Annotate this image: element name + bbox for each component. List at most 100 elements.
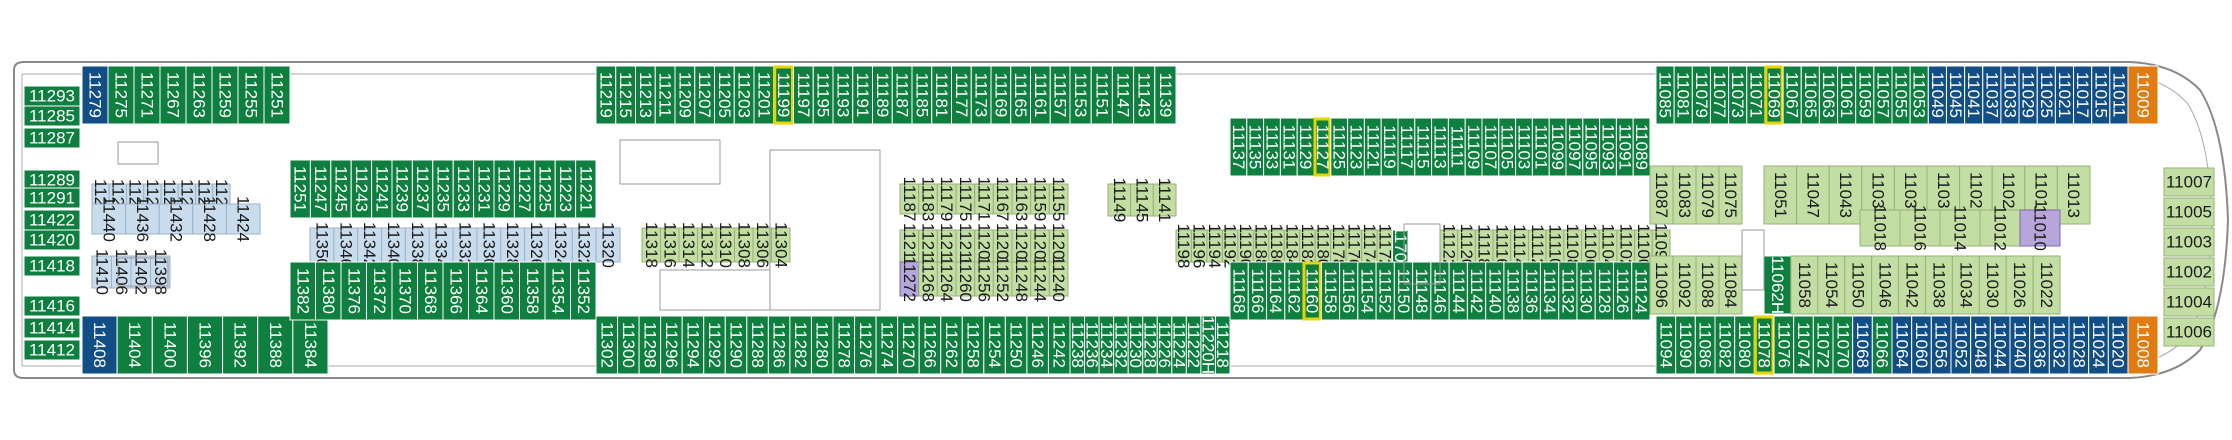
- cabin-11350[interactable]: 11350: [309, 222, 335, 268]
- cabin-11080[interactable]: 11080: [1734, 315, 1755, 375]
- cabin-11183[interactable]: 11183: [918, 177, 938, 222]
- cabin-11276[interactable]: 11276: [854, 315, 877, 375]
- cabin-11051[interactable]: 11051: [1763, 165, 1798, 225]
- cabin-11017[interactable]: 11017: [2073, 65, 2093, 125]
- cabin-11346[interactable]: 11346: [333, 222, 359, 268]
- cabin-11266[interactable]: 11266: [918, 315, 942, 375]
- cabin-11197[interactable]: 11197: [793, 65, 814, 125]
- cabin-11040[interactable]: 11040: [2009, 315, 2031, 375]
- cabin-11123[interactable]: 11123: [1347, 117, 1366, 177]
- cabin-11152[interactable]: 11152: [1375, 261, 1395, 321]
- cabin-11124[interactable]: 11124: [1631, 261, 1651, 321]
- cabin-11037[interactable]: 11037: [1982, 65, 2002, 125]
- cabin-11340[interactable]: 11340: [381, 222, 406, 268]
- cabin-11274[interactable]: 11274: [875, 315, 899, 375]
- cabin-11032[interactable]: 11032: [2048, 315, 2070, 375]
- cabin-11209[interactable]: 11209: [674, 65, 696, 125]
- cabin-11292[interactable]: 11292: [703, 315, 726, 375]
- cabin-11402[interactable]: 11402: [130, 249, 151, 295]
- cabin-11312[interactable]: 11312: [697, 222, 717, 268]
- cabin-11207[interactable]: 11207: [694, 65, 715, 125]
- cabin-11036[interactable]: 11036: [2029, 315, 2050, 375]
- cabin-11262[interactable]: 11262: [940, 315, 963, 375]
- cabin-11291[interactable]: 11291: [23, 187, 81, 209]
- cabin-11272[interactable]: 11272: [899, 256, 920, 302]
- cabin-11203[interactable]: 11203: [733, 65, 755, 125]
- cabin-11251[interactable]: 11251: [263, 65, 291, 125]
- cabin-11382[interactable]: 11382: [289, 261, 316, 321]
- cabin-11279[interactable]: 11279: [81, 65, 109, 125]
- cabin-11004[interactable]: 11004: [2163, 287, 2215, 317]
- cabin-11106[interactable]: 11106: [1581, 224, 1600, 269]
- cabin-11139[interactable]: 11139: [1154, 65, 1177, 125]
- cabin-11126[interactable]: 11126: [1612, 261, 1633, 321]
- cabin-11270[interactable]: 11270: [897, 315, 920, 375]
- cabin-11286[interactable]: 11286: [767, 315, 791, 375]
- cabin-11044[interactable]: 11044: [1989, 315, 2011, 375]
- cabin-11240[interactable]: 11240: [1048, 256, 1069, 302]
- cabin-11022[interactable]: 11022: [2032, 255, 2061, 315]
- cabin-11020[interactable]: 11020: [2107, 315, 2129, 375]
- cabin-11071[interactable]: 11071: [1746, 65, 1766, 125]
- cabin-11186[interactable]: 11186: [1267, 224, 1286, 269]
- cabin-11176[interactable]: 11176: [1344, 224, 1363, 269]
- cabin-11392[interactable]: 11392: [222, 315, 259, 375]
- cabin-11059[interactable]: 11059: [1855, 65, 1875, 125]
- cabin-11013[interactable]: 11013: [2056, 165, 2091, 225]
- cabin-11149[interactable]: 11149: [1107, 178, 1132, 223]
- cabin-11188[interactable]: 11188: [1252, 224, 1271, 269]
- cabin-11096[interactable]: 11096: [1649, 255, 1674, 315]
- cabin-11154[interactable]: 11154: [1357, 261, 1377, 321]
- cabin-11091[interactable]: 11091: [1615, 117, 1634, 177]
- cabin-11237[interactable]: 11237: [411, 159, 434, 219]
- cabin-11089[interactable]: 11089: [1632, 117, 1651, 177]
- cabin-11235[interactable]: 11235: [432, 159, 454, 219]
- cabin-11424[interactable]: 11424: [225, 196, 261, 242]
- cabin-11130[interactable]: 11130: [1576, 261, 1596, 321]
- cabin-11050[interactable]: 11050: [1844, 255, 1873, 315]
- cabin-11018[interactable]: 11018: [1859, 205, 1901, 251]
- cabin-11300[interactable]: 11300: [617, 315, 640, 375]
- cabin-11142[interactable]: 11142: [1466, 261, 1487, 321]
- cabin-11212[interactable]: 11212: [936, 223, 957, 269]
- cabin-11167[interactable]: 11167: [992, 177, 1013, 222]
- cabin-11354[interactable]: 11354: [544, 261, 571, 321]
- cabin-11033[interactable]: 11033: [2000, 65, 2020, 125]
- cabin-11122[interactable]: 11122: [1439, 224, 1458, 269]
- cabin-11025[interactable]: 11025: [2036, 65, 2056, 125]
- cabin-11285[interactable]: 11285: [23, 105, 81, 127]
- cabin-11024[interactable]: 11024: [2088, 315, 2109, 375]
- cabin-11338[interactable]: 11338: [404, 222, 430, 268]
- cabin-11263[interactable]: 11263: [185, 65, 213, 125]
- cabin-11094[interactable]: 11094: [1655, 315, 1677, 375]
- cabin-11396[interactable]: 11396: [186, 315, 224, 375]
- cabin-11005[interactable]: 11005: [2163, 197, 2215, 227]
- cabin-11248[interactable]: 11248: [1011, 256, 1032, 302]
- cabin-11326[interactable]: 11326: [524, 222, 549, 268]
- cabin-11002[interactable]: 11002: [2163, 257, 2215, 287]
- cabin-11168[interactable]: 11168: [1229, 261, 1249, 321]
- cabin-11083[interactable]: 11083: [1672, 165, 1697, 225]
- cabin-11198[interactable]: 11198: [1174, 224, 1193, 269]
- cabin-11254[interactable]: 11254: [983, 315, 1006, 375]
- cabin-11093[interactable]: 11093: [1599, 117, 1618, 177]
- cabin-11306[interactable]: 11306: [752, 222, 772, 268]
- cabin-11144[interactable]: 11144: [1448, 261, 1468, 321]
- cabin-11199[interactable]: 11199: [773, 65, 794, 125]
- cabin-11224[interactable]: 11224: [1170, 315, 1189, 375]
- cabin-11057[interactable]: 11057: [1873, 65, 1893, 125]
- cabin-11070[interactable]: 11070: [1832, 315, 1854, 375]
- cabin-11370[interactable]: 11370: [391, 261, 418, 321]
- cabin-11220H[interactable]: 11220H: [1199, 315, 1218, 375]
- cabin-11072[interactable]: 11072: [1812, 315, 1834, 375]
- cabin-11088[interactable]: 11088: [1695, 255, 1720, 315]
- cabin-11112[interactable]: 11112: [1528, 224, 1547, 268]
- cabin-11173[interactable]: 11173: [970, 65, 992, 125]
- cabin-11238[interactable]: 11238: [1068, 315, 1087, 375]
- cabin-11113[interactable]: 11113: [1431, 117, 1450, 177]
- cabin-11193[interactable]: 11193: [832, 65, 854, 125]
- cabin-11141[interactable]: 11141: [1152, 178, 1177, 223]
- cabin-11298[interactable]: 11298: [638, 315, 662, 375]
- cabin-11046[interactable]: 11046: [1871, 255, 1900, 315]
- cabin-11288[interactable]: 11288: [746, 315, 769, 375]
